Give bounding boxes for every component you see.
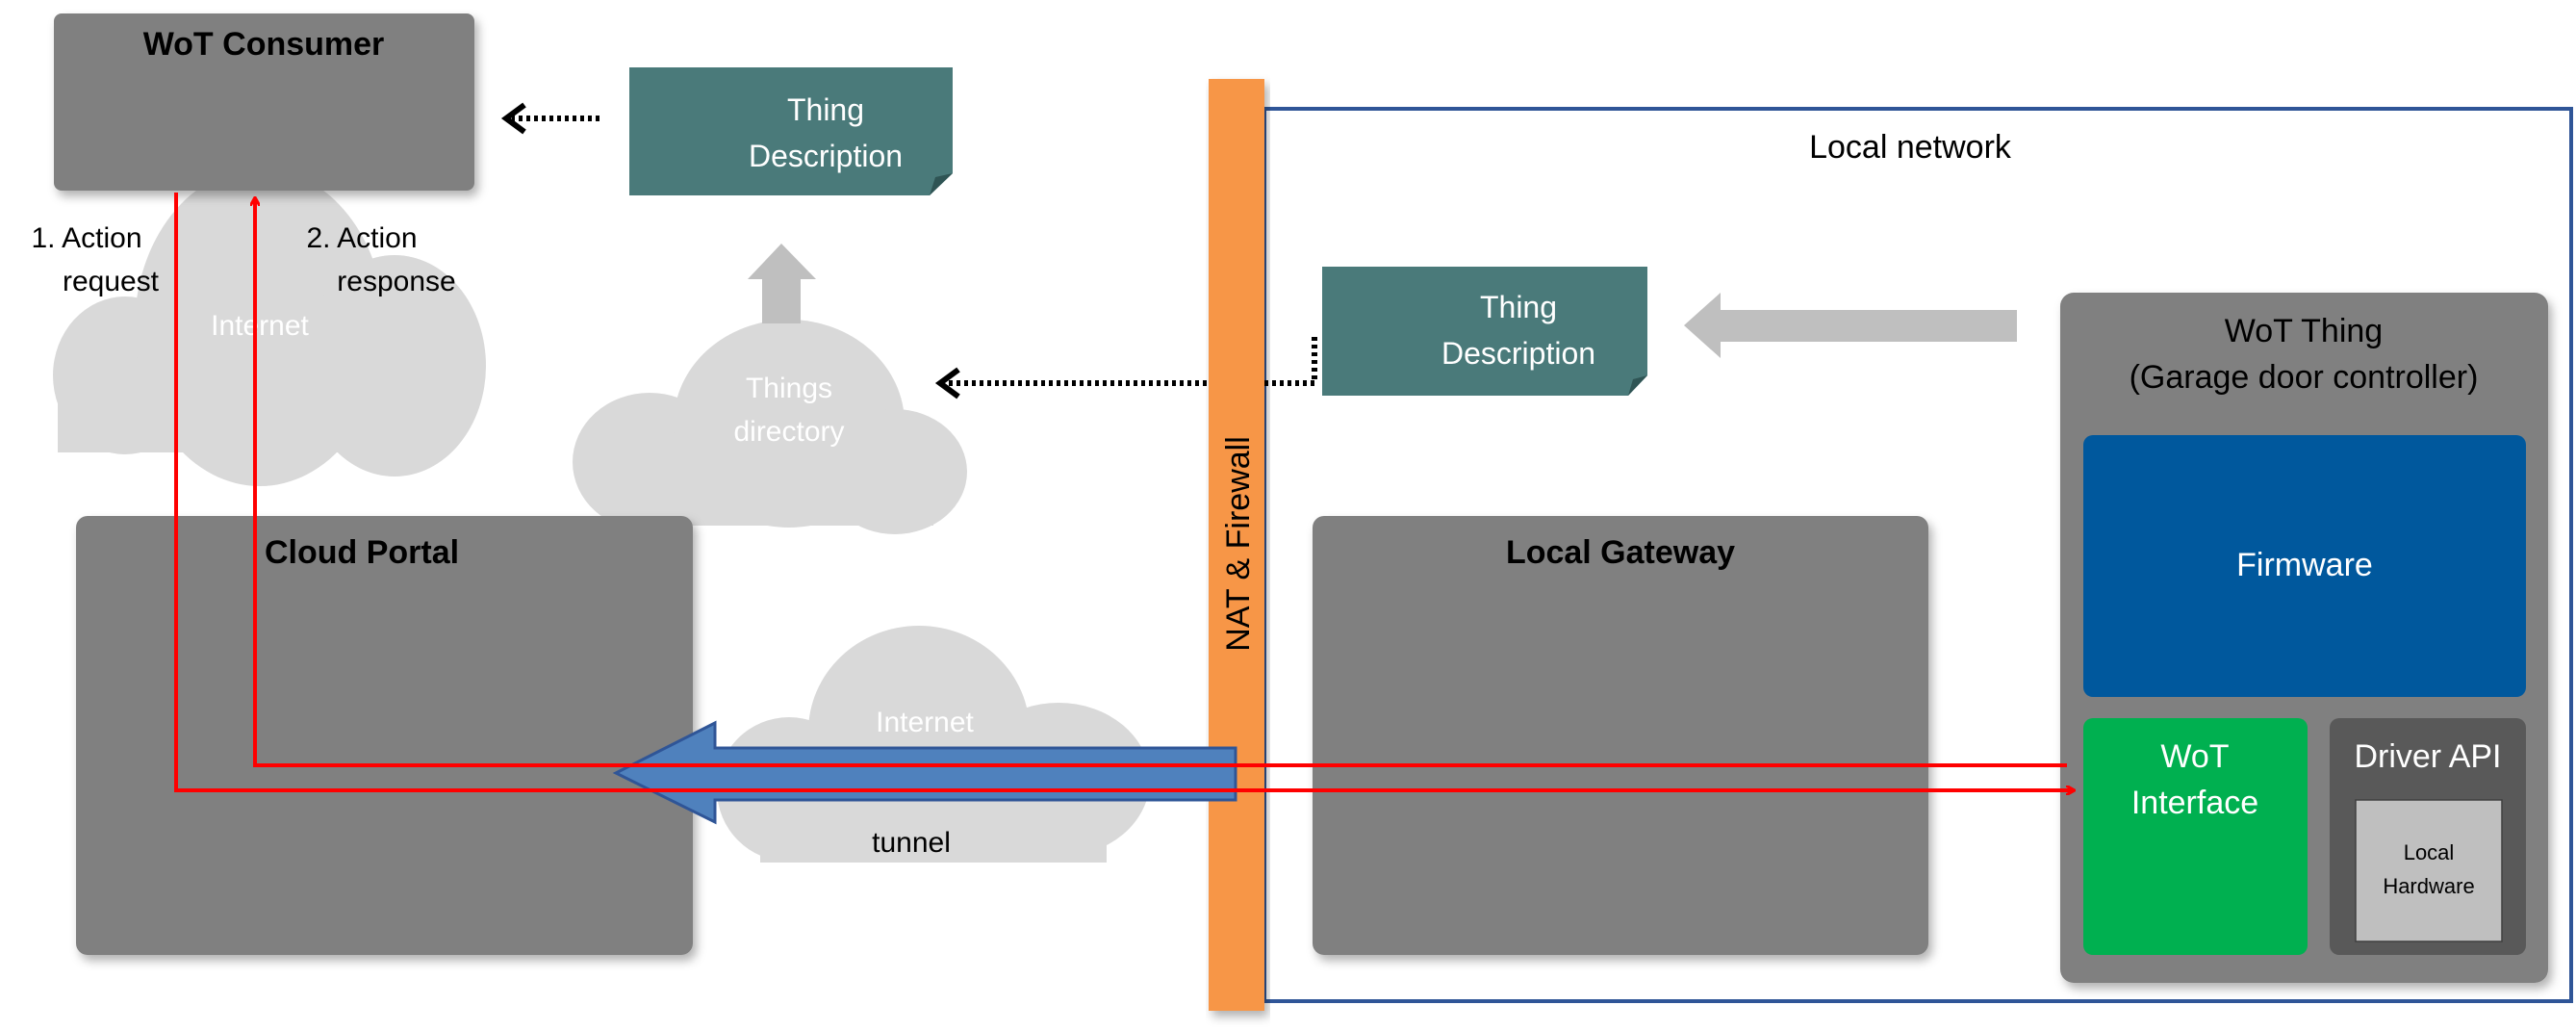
firmware-label: Firmware [2236, 547, 2373, 583]
cloud-portal-box[interactable] [76, 516, 693, 955]
action-request-flow [174, 193, 2074, 790]
thing-description-top[interactable] [629, 67, 953, 195]
local-network-label: Local network [1809, 129, 2012, 166]
upload-arrow-icon [748, 244, 816, 323]
nat-firewall-label: NAT & Firewall [1220, 436, 1257, 652]
cloud-portal-title: Cloud Portal [265, 534, 459, 571]
response-label-line1: 2. Action [306, 222, 417, 254]
local-gateway-title: Local Gateway [1506, 534, 1735, 571]
driver-api-label: Driver API [2354, 738, 2501, 775]
tunnel-arrow-icon [612, 720, 1237, 825]
action-response-flow [255, 198, 2067, 767]
things-directory-line2: directory [733, 416, 844, 448]
wot-thing-subtitle: (Garage door controller) [2130, 359, 2479, 396]
tunnel-label: tunnel [872, 827, 951, 859]
response-label-line2: response [337, 266, 455, 297]
wot-interface-block[interactable] [2083, 718, 2308, 955]
thing-description-local-line1: Thing [1480, 290, 1557, 324]
local-hardware-line2: Hardware [2383, 874, 2474, 898]
arrowhead-icon [934, 367, 960, 400]
thing-description-local-line2: Description [1441, 336, 1595, 371]
thing-description-top-line2: Description [749, 139, 903, 173]
request-label-line2: request [63, 266, 160, 297]
local-hardware-line1: Local [2404, 840, 2455, 864]
wot-thing-title: WoT Thing [2225, 313, 2383, 349]
publish-arrow-icon [1684, 293, 2017, 358]
dotted-arrow-td-to-directory [948, 337, 1317, 386]
thing-description-local[interactable] [1322, 267, 1647, 396]
firmware-block[interactable] [2083, 435, 2526, 697]
things-directory-cloud [573, 320, 967, 534]
local-hardware-block[interactable] [2355, 799, 2503, 942]
wot-consumer-box[interactable] [54, 13, 474, 191]
page-curl-icon [930, 173, 953, 195]
thing-description-top-line1: Thing [787, 92, 864, 127]
page-curl-icon [1628, 375, 1647, 396]
local-gateway-box[interactable] [1313, 516, 1928, 955]
internet-cloud-top [53, 168, 486, 486]
wot-interface-line1: WoT [2160, 738, 2229, 775]
internet-tunnel-label: Internet [876, 707, 974, 738]
request-label-line1: 1. Action [31, 222, 141, 254]
arrowhead-icon [500, 102, 526, 135]
things-directory-line1: Things [746, 373, 832, 404]
nat-firewall-bar [1209, 79, 1264, 1011]
internet-top-label: Internet [211, 310, 309, 342]
wot-interface-line2: Interface [2131, 785, 2258, 821]
wot-consumer-title: WoT Consumer [143, 26, 385, 63]
